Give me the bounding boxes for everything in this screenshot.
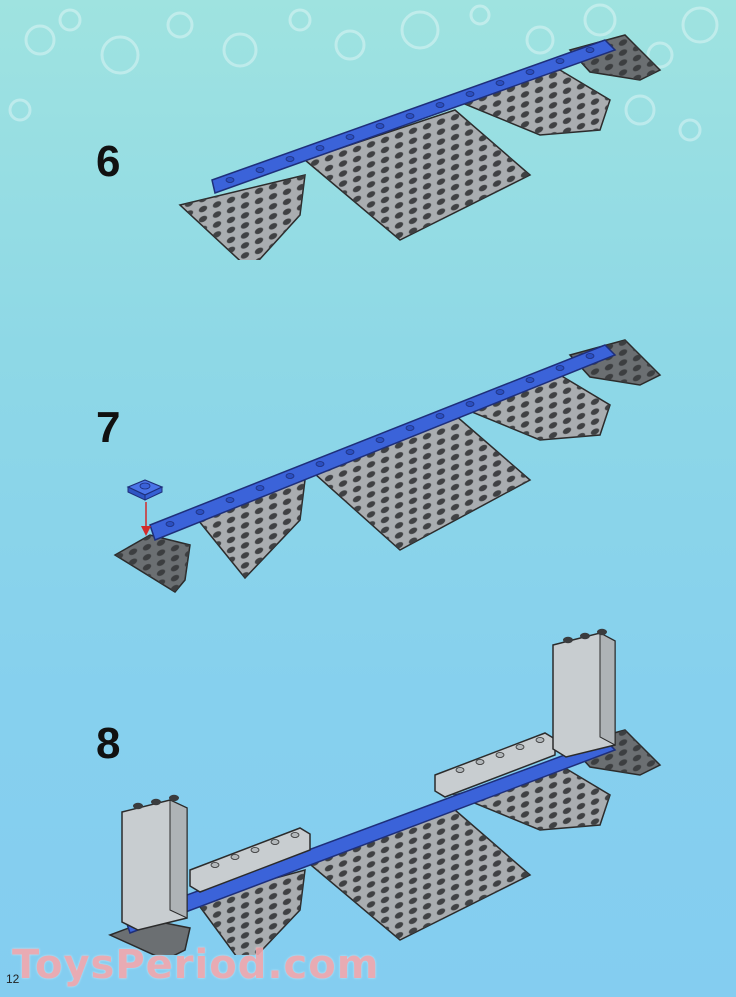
watermark-text: ToysPeriod.com [12,942,380,988]
new-part-tile [126,479,164,501]
step-number-6: 6 [96,137,121,186]
step-8-illustration [108,628,662,955]
step-number-7: 7 [96,403,121,452]
down-arrow-icon [141,502,151,536]
step-7-illustration [113,339,662,593]
step-6-illustration [178,34,662,260]
step-number-8: 8 [96,719,121,768]
page-number: 12 [6,972,20,986]
right-tall-brick [552,628,616,758]
left-tall-brick [121,794,188,931]
bubble-decoration [8,3,719,142]
